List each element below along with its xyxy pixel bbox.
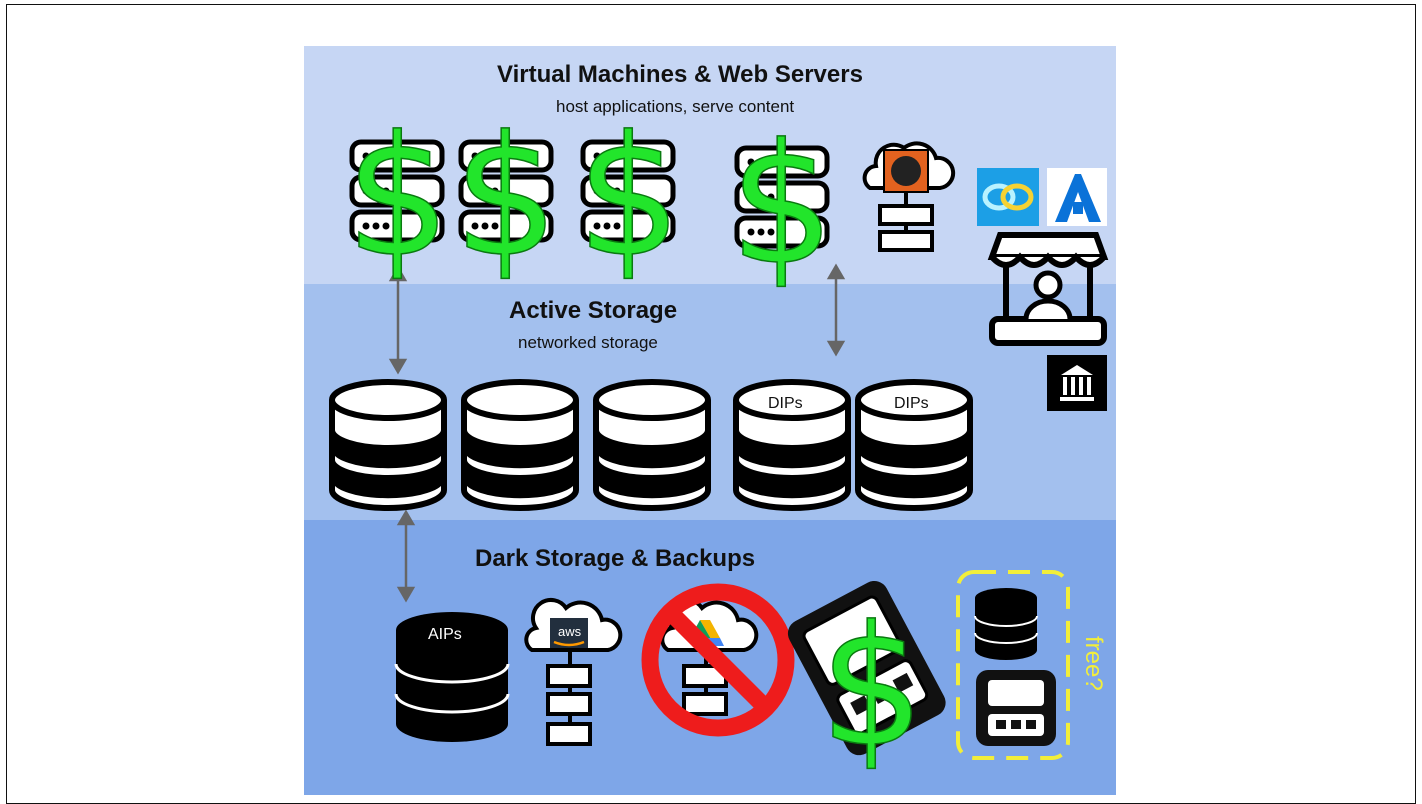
database-icon <box>596 382 708 508</box>
letter-a-app-icon <box>1047 168 1107 226</box>
cloud-server-icon <box>524 598 623 746</box>
database-icon <box>394 612 510 742</box>
dollar-sign-icon: $ <box>453 101 559 294</box>
dips-label: DIPs <box>894 395 929 412</box>
dollar-sign-icon: $ <box>576 101 682 294</box>
link-app-icon <box>977 168 1039 226</box>
database-icon <box>464 382 576 508</box>
free-options-box <box>956 570 1070 760</box>
dollar-sign-icon: $ <box>729 109 835 302</box>
compute-tier-subtitle: host applications, serve content <box>556 97 795 116</box>
compute-tier-title: Virtual Machines & Web Servers <box>497 61 863 88</box>
active-storage-subtitle: networked storage <box>518 333 658 352</box>
database-icon <box>332 382 444 508</box>
institution-icon <box>1047 355 1107 411</box>
connector-arrow <box>388 265 408 375</box>
connector-arrow <box>826 263 846 357</box>
connector-arrow <box>396 509 416 603</box>
dollar-sign-icon: $ <box>345 101 451 294</box>
hard-drive-icon <box>787 580 946 756</box>
active-storage-title: Active Storage <box>509 297 678 324</box>
aips-label: AIPs <box>428 626 462 643</box>
aws-logo-icon: aws <box>558 624 582 639</box>
storefront-icon <box>987 232 1109 346</box>
free-label: free? <box>1080 636 1107 691</box>
cloud-server-icon <box>862 141 956 252</box>
database-icon <box>974 588 1038 660</box>
dips-label: DIPs <box>768 395 803 412</box>
dollar-sign-icon: $ <box>819 591 925 784</box>
hard-drive-icon <box>976 670 1056 746</box>
no-symbol-icon <box>641 583 795 737</box>
dark-storage-title: Dark Storage & Backups <box>475 545 756 572</box>
